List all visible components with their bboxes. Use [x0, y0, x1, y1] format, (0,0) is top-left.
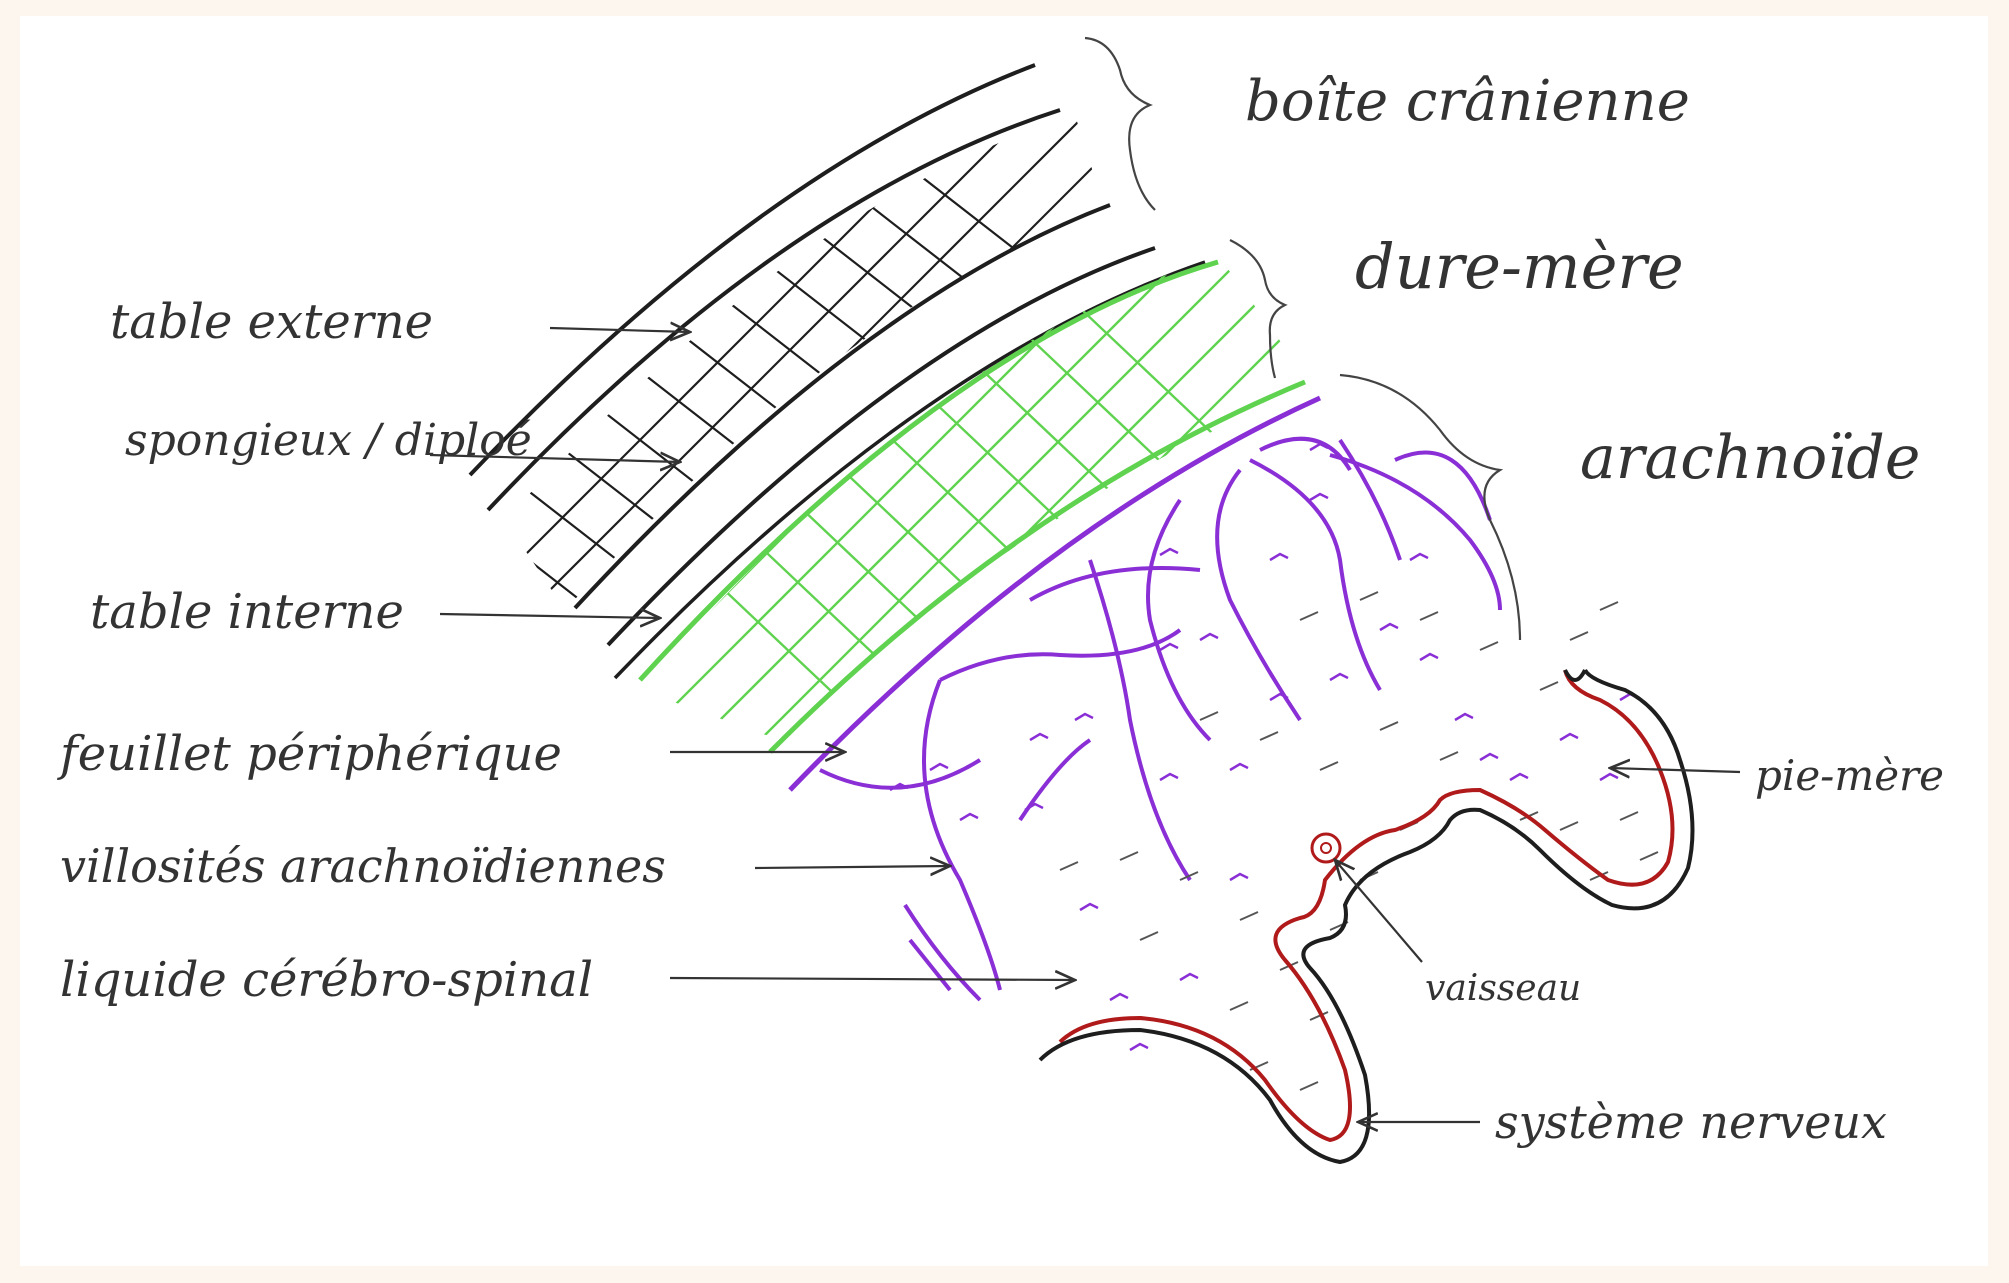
- arrow-vaisseau: [1335, 860, 1422, 962]
- brace-boite-cranienne: [1085, 38, 1155, 210]
- label-table-externe: table externe: [110, 294, 433, 350]
- arachnoid-villi: [820, 439, 1500, 1000]
- arrow-villosites: [755, 866, 950, 868]
- arrow-table-interne: [440, 614, 660, 618]
- label-dure-mere: dure-mère: [1355, 230, 1684, 303]
- label-spongieux-diploe: spongieux / diploé: [125, 415, 532, 466]
- outer-table-inner-line: [488, 110, 1060, 510]
- nervous-system-surface: [1040, 670, 1693, 1162]
- nervous-tissue-line: [1040, 670, 1693, 1162]
- arrow-pie-mere: [1610, 768, 1740, 772]
- label-pie-mere: pie-mère: [1755, 751, 1944, 800]
- label-vaisseau: vaisseau: [1425, 968, 1581, 1009]
- csf-dashes: [1060, 592, 1658, 1090]
- brace-arachnoide: [1340, 375, 1520, 640]
- csf-marks: [890, 444, 1638, 1050]
- outer-table-line: [470, 65, 1035, 475]
- label-boite-cranienne: boîte crânienne: [1245, 69, 1690, 134]
- brace-dure-mere: [1230, 240, 1285, 378]
- label-systeme-nerveux: système nerveux: [1495, 1095, 1887, 1149]
- arrow-liquide: [670, 978, 1075, 980]
- label-arachnoide: arachnoïde: [1580, 423, 1920, 493]
- label-feuillet-peripherique: feuillet périphérique: [57, 726, 562, 782]
- pia-mater-line: [1060, 670, 1673, 1140]
- label-liquide: liquide cérébro-spinal: [60, 952, 593, 1008]
- vessel-icon: [1312, 834, 1340, 862]
- label-villosites: villosités arachnoïdiennes: [60, 839, 666, 893]
- label-table-interne: table interne: [90, 584, 404, 640]
